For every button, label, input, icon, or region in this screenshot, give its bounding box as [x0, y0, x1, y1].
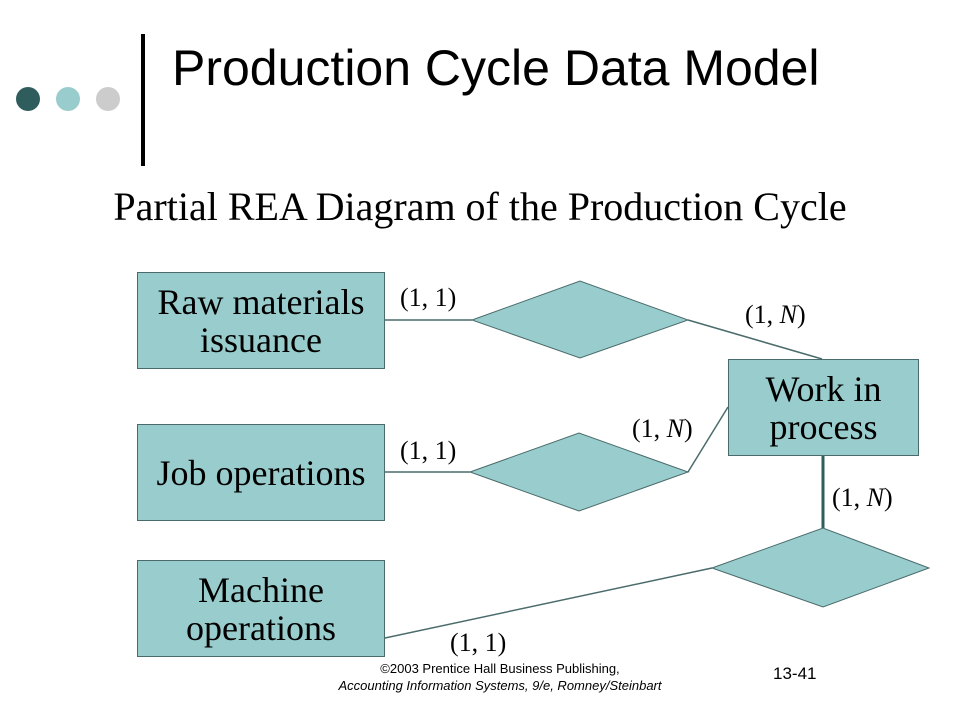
entity-job-operations: Job operations — [137, 424, 385, 521]
slide-number: 13-41 — [773, 664, 817, 683]
entity-work-in-process: Work in process — [728, 359, 919, 456]
entity-raw-materials-issuance: Raw materials issuance — [137, 272, 385, 369]
decor-dot-dark — [16, 87, 40, 111]
relationship-diamond-job-operations — [468, 432, 690, 512]
entity-machine-operations: Machine operations — [137, 560, 385, 657]
connector-job-to-wip — [687, 406, 729, 473]
relationship-diamond-machine-operations — [710, 527, 931, 608]
footer-line-book: Accounting Information Systems, 9/e, Rom… — [338, 678, 662, 693]
cardinality-machine-wip: (1, N) — [832, 483, 893, 512]
entity-label: Machine operations — [186, 569, 336, 648]
decor-dot-teal — [56, 87, 80, 111]
entity-label: Raw materials issuance — [157, 281, 365, 360]
connector-machine-operations — [384, 567, 713, 639]
cardinality-raw-materials-wip: (1, N) — [745, 300, 806, 329]
cardinality-machine-operations: (1, 1) — [450, 628, 507, 657]
footer-copyright: ©2003 Prentice Hall Business Publishing,… — [300, 660, 700, 694]
page-title: Production Cycle Data Model — [172, 40, 820, 96]
cardinality-raw-materials: (1, 1) — [400, 283, 457, 312]
entity-label: Work in process — [765, 368, 882, 447]
connector-raw-to-wip — [687, 319, 823, 360]
relationship-diamond-raw-materials — [470, 280, 690, 359]
entity-label: Job operations — [156, 452, 366, 493]
decor-dot-gray — [96, 87, 120, 111]
cardinality-job-operations: (1, 1) — [400, 436, 457, 465]
title-accent-bar — [141, 34, 145, 166]
cardinality-job-operations-wip: (1, N) — [632, 414, 693, 443]
diagram-subtitle: Partial REA Diagram of the Production Cy… — [113, 184, 847, 229]
footer-line-publisher: ©2003 Prentice Hall Business Publishing, — [380, 661, 620, 676]
